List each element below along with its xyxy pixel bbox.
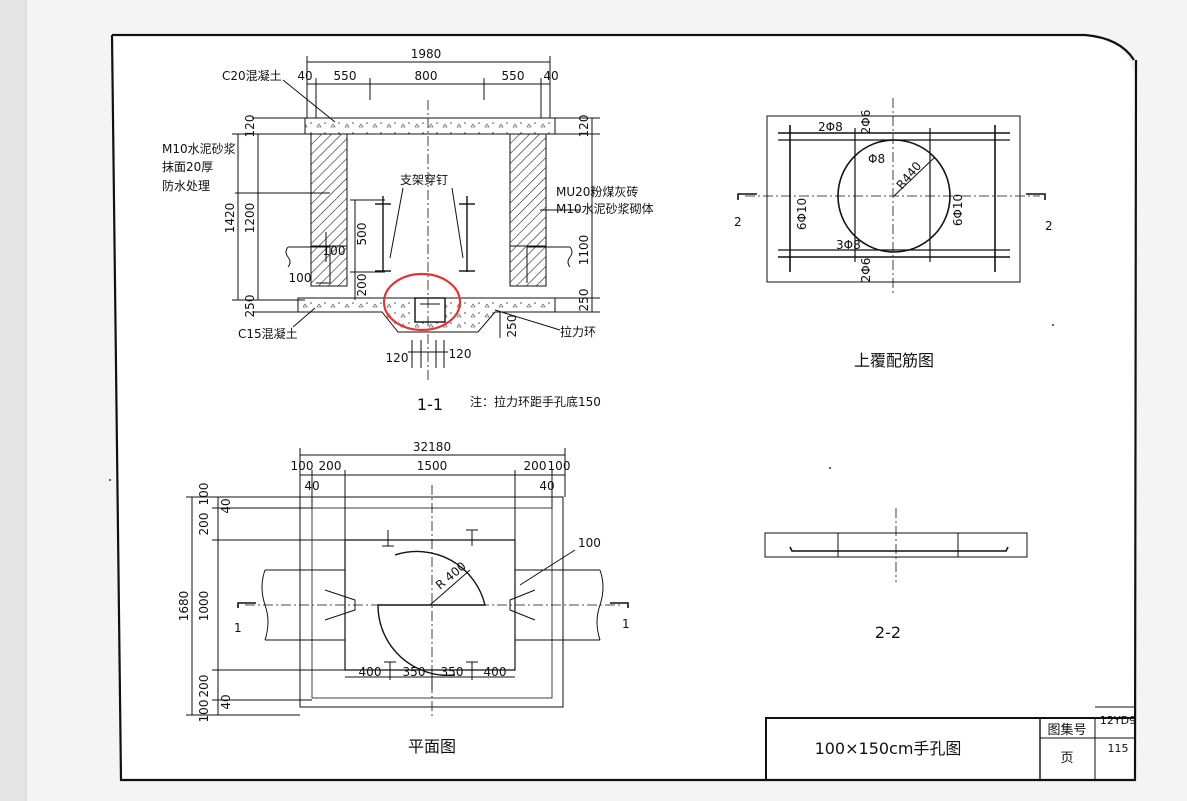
label-bracket-nails: 支架穿钉 [400,172,448,187]
dim-550-right: 550 [502,69,525,83]
section-mark-2-right: 2 [1045,219,1053,233]
left-margin-strip [0,0,26,801]
dim-200: 200 [355,274,369,297]
left-wall [310,133,348,247]
dim-250-left: 250 [243,295,257,318]
label-c15-concrete: C15混凝土 [238,326,298,341]
label-brick-1: MU20粉煤灰砖 [556,184,638,199]
plan-inner-chamber [344,539,516,671]
dim-120-right: 120 [577,115,591,138]
cover-outline [766,115,1021,283]
dim-550-left: 550 [334,69,357,83]
label-6phi10-left: 6Φ10 [795,198,809,230]
dim-plan-left-200-bot: 200 [197,675,211,698]
dim-1680: 1680 [177,591,191,622]
dim-plan-1500: 1500 [417,459,448,473]
dim-1980: 1980 [411,47,442,61]
section-mark-1-right: 1 [622,617,630,631]
page-value: 115 [1108,742,1129,755]
dim-plan-350-r: 350 [441,665,464,679]
dim-1100: 1100 [577,235,591,266]
dim-120-bottom-right: 120 [449,347,472,361]
caption-cover-rebar: 上覆配筋图 [854,351,934,370]
dim-100-pipe: 100 [289,271,312,285]
dim-plan-left-1000: 1000 [197,591,211,622]
atlas-value: 12YD9 [1100,714,1136,727]
dim-40-right: 40 [543,69,558,83]
label-plaster-2: 抹面20厚 [162,160,213,174]
section-mark-2-left: 2 [734,215,742,229]
label-plaster-3: 防水处理 [162,178,210,193]
title-block [765,700,1136,781]
caption-plan: 平面图 [408,737,456,756]
highlight-circle [382,272,462,332]
dim-1420: 1420 [223,203,237,234]
dim-plan-350-l: 350 [403,665,426,679]
page-label: 页 [1060,751,1073,766]
section-1-1 [232,56,600,380]
caption-2-2: 2-2 [875,623,901,642]
label-2phi8: 2Φ8 [818,120,843,134]
note-pull-ring: 注：拉力环距手孔底150 [470,394,601,409]
dim-plan-200-r: 200 [524,459,547,473]
dim-plan-left-40-top: 40 [219,498,233,513]
dim-100-inner: 100 [323,244,346,258]
dim-32180: 32180 [413,440,451,454]
dim-plan-400-l: 400 [359,665,382,679]
label-phi8-ring: Φ8 [868,152,885,166]
plan-view [186,448,629,718]
cover-slab [304,117,556,135]
label-plan-100: 100 [578,536,601,550]
right-wall [509,133,547,247]
left-pipe [285,246,331,284]
dim-1200: 1200 [243,203,257,234]
speck [1052,324,1054,326]
label-3phi8: 3Φ8 [836,238,861,252]
sump [414,297,446,323]
title-text: 100×150cm手孔图 [815,739,962,758]
dim-plan-100-r: 100 [548,459,571,473]
dim-120-bottom-left: 120 [386,351,409,365]
section-mark-1-left: 1 [234,621,242,635]
plan-outer [299,496,564,708]
dim-plan-left-100-top: 100 [197,483,211,506]
cover-rebar-view [737,98,1046,296]
label-plaster-1: M10水泥砂浆 [162,141,236,156]
plan-view-text: 32180 100 200 1500 200 100 40 40 1680 10… [177,440,630,756]
dim-40-left: 40 [297,69,312,83]
label-2phi6-bottom: 2Φ6 [859,258,873,283]
label-6phi10-right: 6Φ10 [951,194,965,226]
dim-plan-400-r: 400 [484,665,507,679]
section-1-1-text: 1980 40 550 800 550 40 C20混凝土 M10水泥砂浆 抹面… [162,47,654,414]
label-2phi6-top: 2Φ6 [859,110,873,135]
section-2-2 [764,508,1028,582]
dim-plan-left-40-bot: 40 [219,694,233,709]
sheet-border [110,33,1138,782]
dim-250-right: 250 [577,289,591,312]
label-brick-2: M10水泥砂浆砌体 [556,201,654,216]
dim-plan-40-l: 40 [304,479,319,493]
dim-250-sump: 250 [505,315,519,338]
bracket-nails [375,187,475,272]
dim-800: 800 [415,69,438,83]
dim-plan-40-r: 40 [539,479,554,493]
label-c20-concrete: C20混凝土 [222,68,282,83]
dim-plan-100-l: 100 [291,459,314,473]
dim-120-left: 120 [243,115,257,138]
caption-1-1: 1-1 [417,395,443,414]
dim-plan-left-100-bot: 100 [197,700,211,723]
dim-plan-200-l: 200 [319,459,342,473]
right-pipe [526,246,573,283]
dim-plan-left-200-top: 200 [197,513,211,536]
dim-500: 500 [355,223,369,246]
atlas-label: 图集号 [1047,722,1086,738]
label-pull-ring: 拉力环 [560,324,596,339]
